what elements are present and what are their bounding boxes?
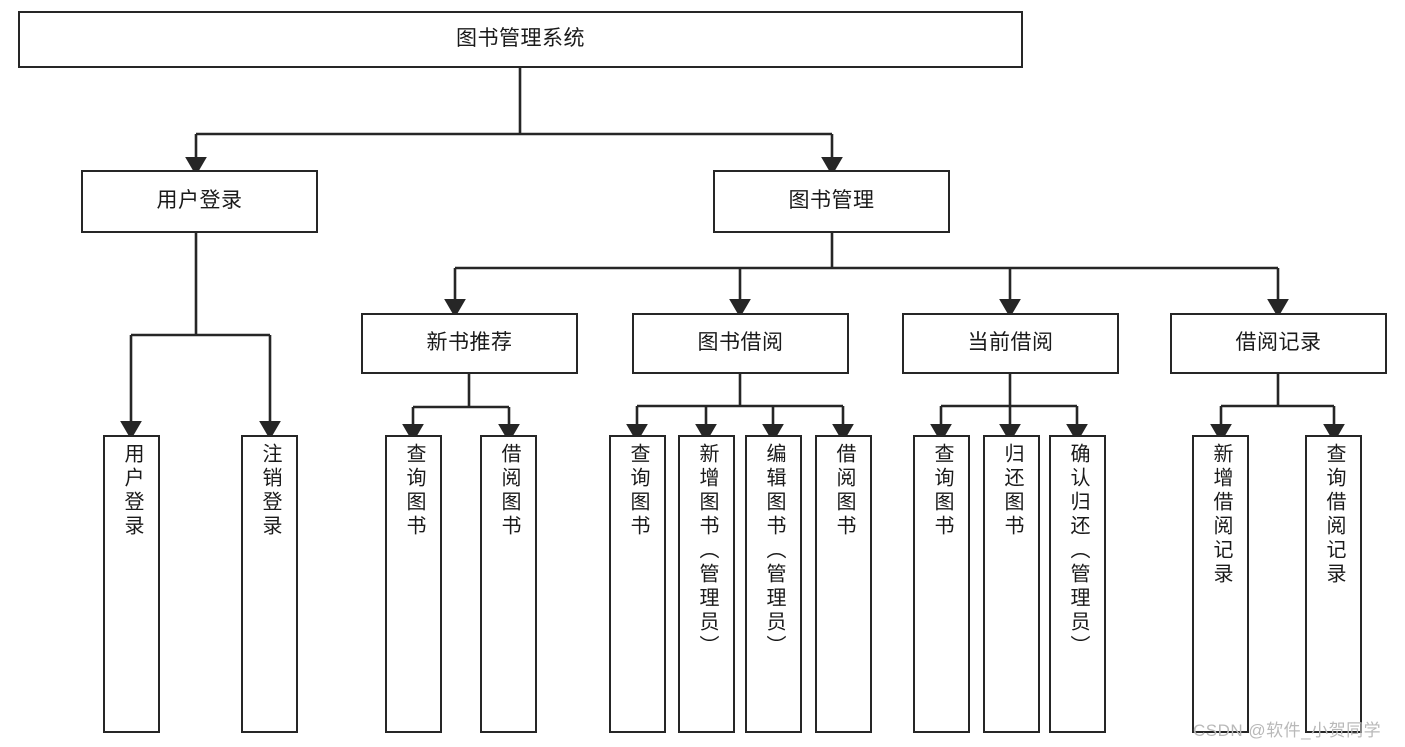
node-label: 确认归还（管理员） [1067, 443, 1089, 659]
node-label: 图书管理系统 [456, 27, 585, 51]
leaf-query-book-3[interactable]: 查询图书 [913, 435, 970, 733]
node-label: 新书推荐 [426, 331, 513, 355]
leaf-return-book[interactable]: 归还图书 [983, 435, 1040, 733]
node-label: 归还图书 [1001, 443, 1023, 539]
node-label: 注销登录 [259, 443, 281, 539]
node-label: 图书借阅 [697, 331, 784, 355]
node-label: 编辑图书（管理员） [763, 443, 785, 659]
node-label: 借阅记录 [1235, 331, 1322, 355]
node-borrow-record[interactable]: 借阅记录 [1170, 313, 1387, 374]
node-label: 查询图书 [931, 443, 953, 539]
leaf-borrow-book-1[interactable]: 借阅图书 [480, 435, 537, 733]
node-user-login[interactable]: 用户登录 [81, 170, 318, 233]
leaf-logout[interactable]: 注销登录 [241, 435, 298, 733]
leaf-borrow-book-2[interactable]: 借阅图书 [815, 435, 872, 733]
node-label: 当前借阅 [967, 331, 1054, 355]
node-label: 查询图书 [627, 443, 649, 539]
node-label: 查询借阅记录 [1323, 443, 1345, 587]
leaf-confirm-return[interactable]: 确认归还（管理员） [1049, 435, 1106, 733]
leaf-add-record[interactable]: 新增借阅记录 [1192, 435, 1249, 733]
node-label: 新增借阅记录 [1210, 443, 1232, 587]
node-label: 查询图书 [403, 443, 425, 539]
leaf-query-book-1[interactable]: 查询图书 [385, 435, 442, 733]
node-root[interactable]: 图书管理系统 [18, 11, 1023, 68]
node-current-borrow[interactable]: 当前借阅 [902, 313, 1119, 374]
csdn-watermark: CSDN @软件_小贺同学 [1193, 721, 1382, 740]
leaf-add-book[interactable]: 新增图书（管理员） [678, 435, 735, 733]
node-label: 新增图书（管理员） [696, 443, 718, 659]
leaf-user-login[interactable]: 用户登录 [103, 435, 160, 733]
node-new-book-rec[interactable]: 新书推荐 [361, 313, 578, 374]
leaf-edit-book[interactable]: 编辑图书（管理员） [745, 435, 802, 733]
node-label: 借阅图书 [833, 443, 855, 539]
leaf-query-book-2[interactable]: 查询图书 [609, 435, 666, 733]
node-label: 用户登录 [121, 443, 143, 539]
node-book-borrow[interactable]: 图书借阅 [632, 313, 849, 374]
node-book-manage[interactable]: 图书管理 [713, 170, 950, 233]
node-label: 用户登录 [156, 189, 243, 213]
node-label: 图书管理 [788, 189, 875, 213]
node-label: 借阅图书 [498, 443, 520, 539]
leaf-query-record[interactable]: 查询借阅记录 [1305, 435, 1362, 733]
